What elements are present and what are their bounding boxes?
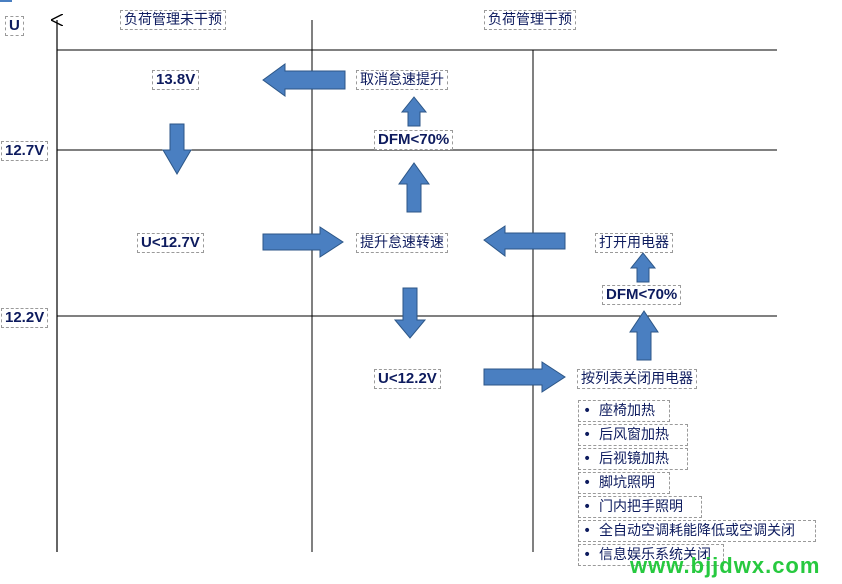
header-no-load-management: 负荷管理未干预 <box>120 10 226 30</box>
arrow-up-to-cancel-idle-boost <box>400 96 428 127</box>
arrow-up-to-turn-on-loads <box>629 252 657 283</box>
list-item: •全自动空调耗能降低或空调关闭 <box>578 520 816 542</box>
list-item: •信息娱乐系统关闭 <box>578 544 724 566</box>
list-item: •门内把手照明 <box>578 496 702 518</box>
watermark: www.bjjdwx.com <box>630 553 821 578</box>
arrow-up-to-dfm-middle <box>398 162 430 213</box>
list-item: •后视镜加热 <box>578 448 688 470</box>
shutdown-list: •座椅加热 •后风窗加热 •后视镜加热 •脚坑照明 •门内把手照明 •全自动空调… <box>578 400 816 568</box>
arrow-left-to-13-8v <box>262 63 346 97</box>
node-u-lt-12-2: U<12.2V <box>374 369 441 389</box>
corner-mark <box>0 0 12 2</box>
list-item: •后风窗加热 <box>578 424 688 446</box>
list-item: •脚坑照明 <box>578 472 670 494</box>
node-u-lt-12-7: U<12.7V <box>137 233 204 253</box>
list-item: •座椅加热 <box>578 400 670 422</box>
node-turn-on-loads: 打开用电器 <box>595 233 673 253</box>
arrow-down-to-u-lt-12-7 <box>162 123 192 175</box>
arrow-right-to-boost-idle <box>262 226 344 258</box>
node-13-8v: 13.8V <box>152 70 200 90</box>
node-dfm-middle: DFM<70% <box>374 130 454 150</box>
node-boost-idle-speed: 提升怠速转速 <box>356 233 448 253</box>
arrow-down-to-u-lt-12-2 <box>393 287 427 339</box>
arrow-right-to-shutdown <box>483 361 566 393</box>
level-label-12-2: 12.2V <box>1 308 49 328</box>
node-dfm-right: DFM<70% <box>602 285 682 305</box>
arrow-left-to-boost-idle <box>483 225 566 258</box>
node-cancel-idle-boost: 取消怠速提升 <box>356 70 448 90</box>
node-shutdown-by-list: 按列表关闭用电器 <box>577 369 697 389</box>
header-load-management: 负荷管理干预 <box>484 10 576 30</box>
arrow-up-to-dfm-right <box>629 310 659 361</box>
axis-label-u: U <box>5 16 24 36</box>
level-label-12-7: 12.7V <box>1 141 49 161</box>
